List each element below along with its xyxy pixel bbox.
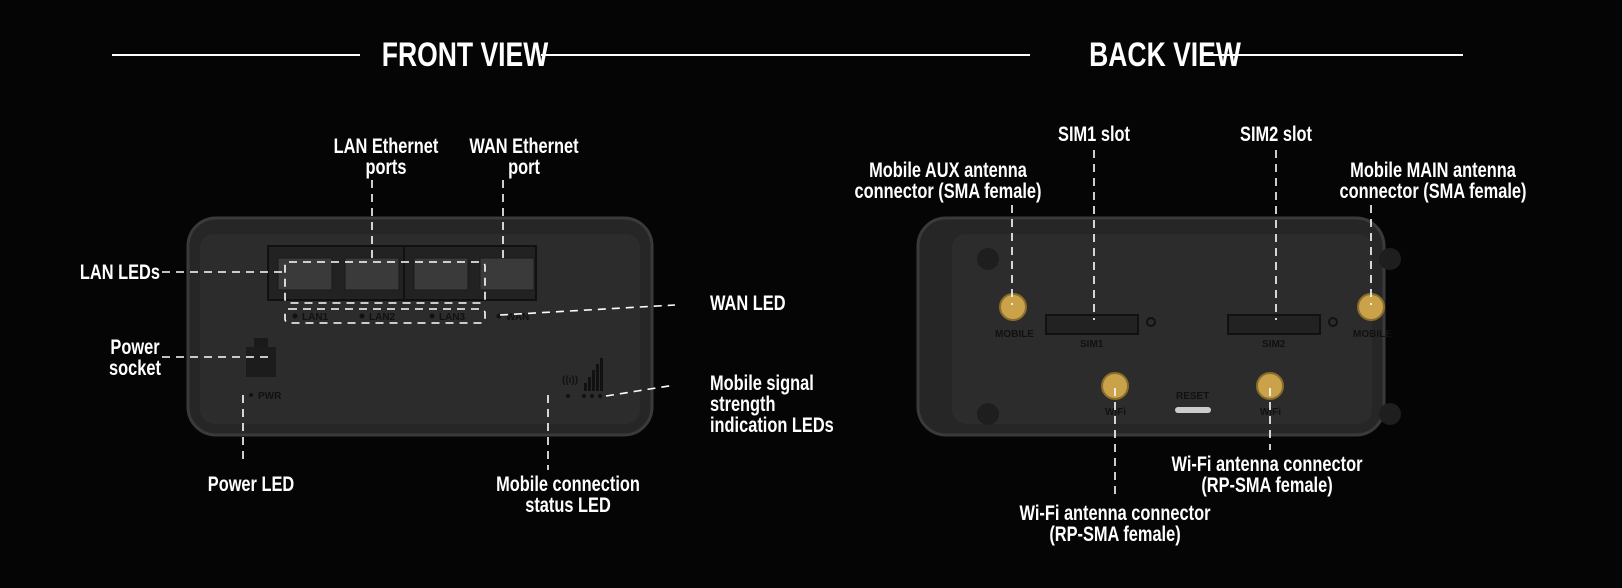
- label-wifi-right: Wi-Fi antenna connector(RP-SMA female): [1171, 453, 1363, 497]
- signal-bars-icon: [584, 358, 603, 391]
- front-view-title: FRONT VIEW: [381, 36, 549, 74]
- wan-text: WAN: [506, 312, 529, 323]
- back-view-title: BACK VIEW: [1089, 36, 1241, 74]
- wifi-connector-right: [1256, 372, 1284, 400]
- lan2-text: LAN2: [369, 312, 396, 323]
- mobile-text: MOBILE: [1353, 329, 1392, 340]
- main-antenna-connector: [1357, 293, 1385, 321]
- lan3-text: LAN3: [439, 312, 466, 323]
- mobile-text: MOBILE: [995, 329, 1034, 340]
- power-socket-icon: [246, 347, 276, 377]
- pwr-text: PWR: [258, 391, 282, 402]
- wifi-text: WiFi: [1105, 407, 1126, 418]
- label-sim2: SIM2 slot: [1240, 123, 1312, 146]
- label-sim1: SIM1 slot: [1058, 123, 1130, 146]
- reset-text: RESET: [1176, 391, 1209, 402]
- sim2-text: SIM2: [1262, 339, 1286, 350]
- aux-antenna-connector: [999, 293, 1027, 321]
- sim1-slot: [1045, 314, 1139, 335]
- leader-lines: [162, 150, 1372, 500]
- label-wan-led: WAN LED: [710, 292, 786, 315]
- sim1-text: SIM1: [1080, 339, 1104, 350]
- router-back: MOBILE MOBILE SIM1 SIM2 RESET WiFi WiFi: [916, 216, 1401, 437]
- label-lan-leds: LAN LEDs: [79, 261, 160, 284]
- wan-port: [479, 257, 535, 291]
- router-front: LAN1 LAN2 LAN3 WAN PWR ((ı)): [186, 216, 654, 437]
- label-wifi-left: Wi-Fi antenna connector(RP-SMA female): [1019, 502, 1211, 546]
- label-power-led: Power LED: [207, 473, 295, 496]
- reset-button: [1175, 407, 1211, 413]
- sim2-slot: [1227, 314, 1321, 335]
- lan3-port: [413, 257, 469, 291]
- lan1-text: LAN1: [302, 312, 329, 323]
- antenna-icon: ((ı)): [562, 375, 578, 386]
- wifi-connector-left: [1101, 372, 1129, 400]
- lan1-port: [277, 257, 333, 291]
- wifi-text: WiFi: [1260, 407, 1281, 418]
